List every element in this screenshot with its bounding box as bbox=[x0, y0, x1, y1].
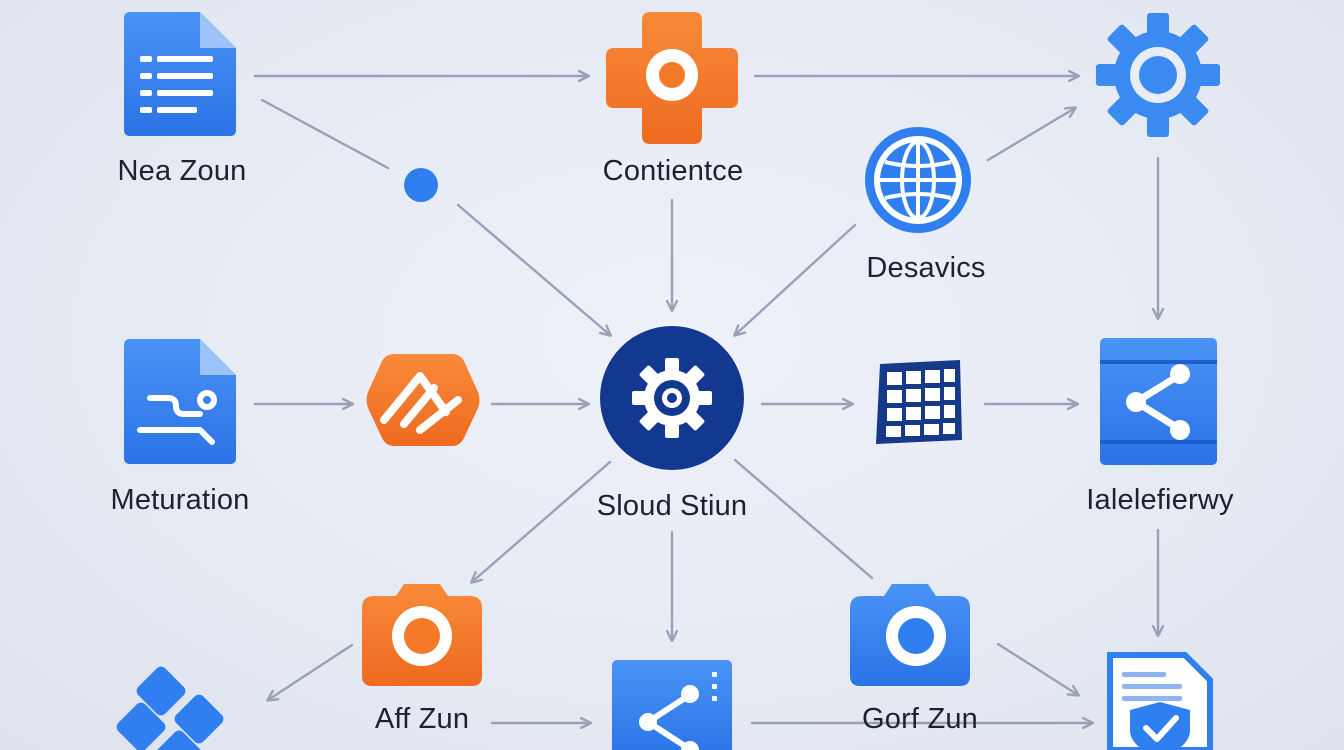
connectors bbox=[253, 76, 1158, 723]
camera-icon[interactable] bbox=[850, 584, 970, 686]
arrow-globe-to-hub bbox=[735, 223, 857, 335]
line-nea-to-dot bbox=[260, 98, 390, 170]
share-icon[interactable] bbox=[612, 660, 732, 750]
camera-icon[interactable] bbox=[362, 584, 482, 686]
grid-table-icon[interactable] bbox=[876, 360, 962, 444]
label-nea-zoun: Nea Zoun bbox=[117, 155, 247, 187]
label-desavics: Desavics bbox=[866, 252, 986, 284]
globe-icon[interactable] bbox=[865, 127, 971, 233]
label-aff-zun: Aff Zun bbox=[374, 703, 470, 735]
shield-document-icon[interactable] bbox=[1107, 652, 1213, 750]
label-meturation: Meturation bbox=[110, 484, 250, 516]
label-contientce: Contientce bbox=[602, 155, 744, 187]
document-icon[interactable] bbox=[124, 12, 236, 136]
arrow-gorf-to-secure-doc bbox=[996, 642, 1078, 695]
document-flow-icon[interactable] bbox=[124, 339, 236, 464]
plus-cross-icon[interactable] bbox=[606, 12, 738, 144]
arrow-hub-to-aff bbox=[472, 460, 612, 582]
puzzle-icon[interactable] bbox=[114, 664, 226, 750]
arrow-aff-to-puzzle bbox=[268, 643, 354, 700]
gear-icon[interactable] bbox=[1096, 13, 1220, 137]
label-gorf-zun: Gorf Zun bbox=[861, 703, 979, 735]
label-ialelefierwy: Ialelefierwy bbox=[1086, 484, 1234, 516]
dot-icon[interactable] bbox=[404, 168, 438, 202]
arrow-globe-to-gear bbox=[986, 108, 1075, 162]
label-sloud-stiun: Sloud Stiun bbox=[596, 490, 748, 522]
arrow-dot-to-hub bbox=[456, 203, 610, 335]
line-hub-to-gorf bbox=[733, 458, 874, 580]
share-panel-icon[interactable] bbox=[1100, 338, 1217, 465]
hub-gear-icon[interactable] bbox=[600, 326, 744, 470]
hexagon-logo-icon[interactable] bbox=[366, 354, 480, 446]
